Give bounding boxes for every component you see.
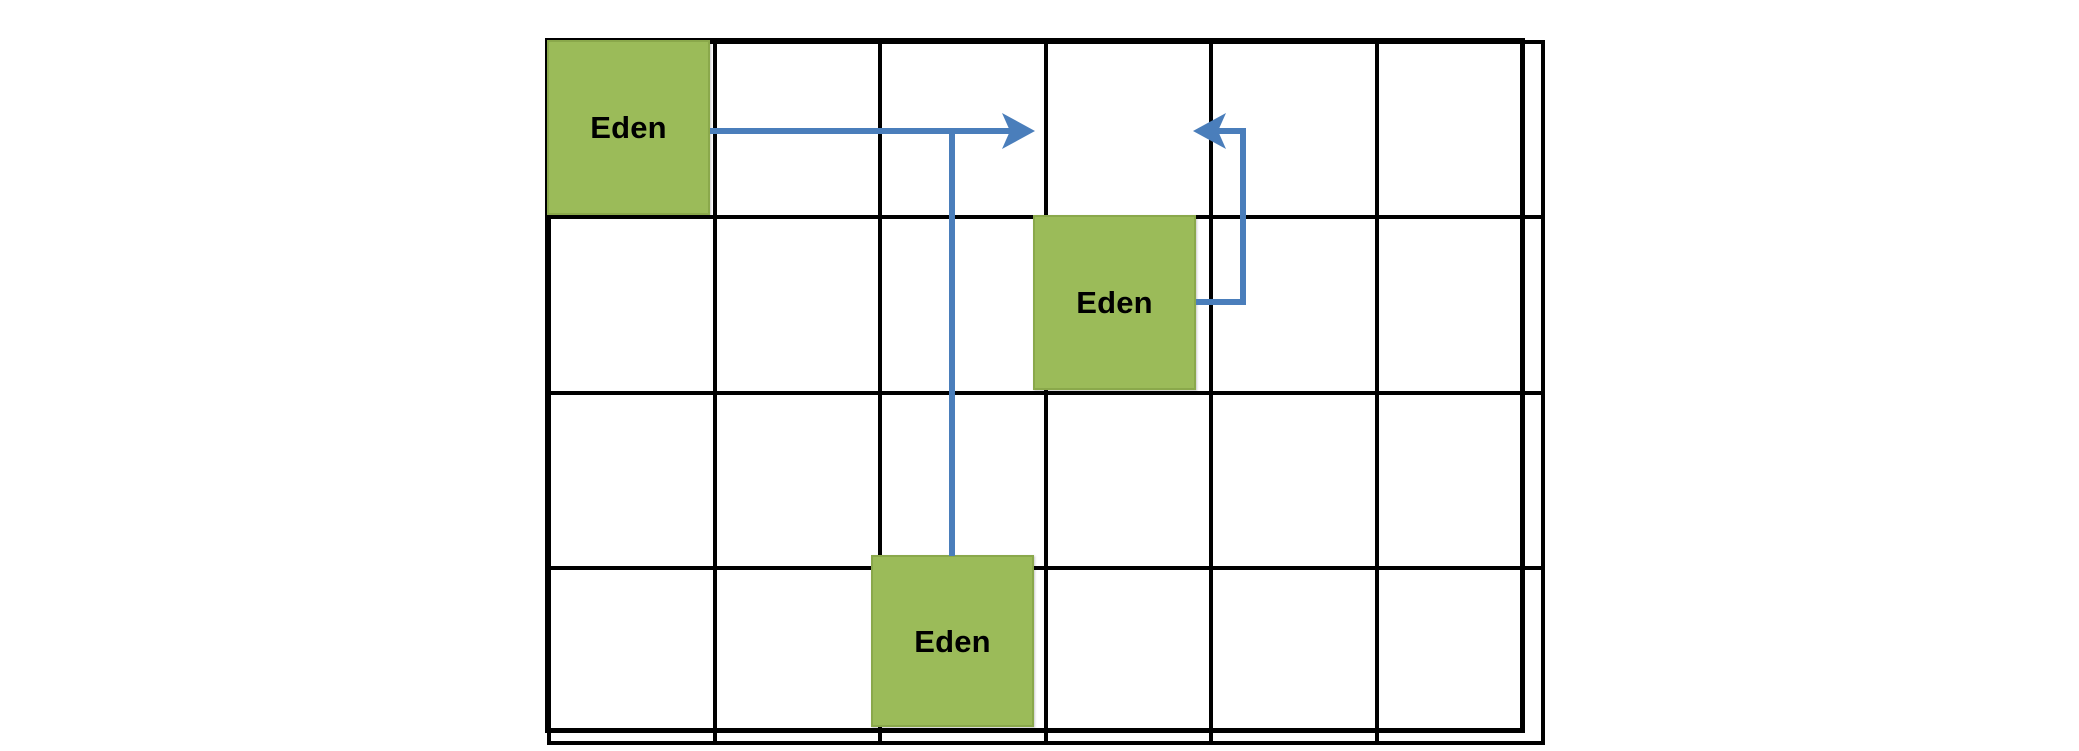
- eden-cell-2-label: Eden: [1076, 285, 1153, 320]
- eden-cell-1-label: Eden: [590, 110, 667, 145]
- grid-cell-r0c1[interactable]: [712, 39, 883, 220]
- grid-cell-r0c4[interactable]: [1209, 39, 1379, 220]
- grid-cell-r1c0[interactable]: [547, 215, 717, 395]
- eden-cell-3-label: Eden: [914, 623, 991, 659]
- grid-cell-r2c5[interactable]: [1374, 390, 1545, 570]
- grid-row: [547, 390, 1545, 570]
- grid-cell-r2c0[interactable]: [547, 390, 717, 570]
- grid-cell-r3c1[interactable]: [712, 565, 883, 746]
- grid-cell-r3c4[interactable]: [1209, 565, 1379, 746]
- grid-cell-r3c3[interactable]: [1043, 565, 1214, 746]
- grid-cell-r3c5[interactable]: [1374, 565, 1545, 746]
- grid-row: [547, 565, 1545, 746]
- eden-cell-2[interactable]: Eden: [1033, 215, 1196, 390]
- grid-cell-r1c1[interactable]: [712, 215, 883, 395]
- grid-cell-r0c5[interactable]: [1374, 39, 1545, 220]
- grid-cell-r1c5[interactable]: [1374, 215, 1545, 395]
- grid-cell-r2c3[interactable]: [1043, 390, 1214, 570]
- grid-cell-r1c4[interactable]: [1209, 215, 1379, 395]
- grid-cell-r2c2[interactable]: [878, 390, 1048, 570]
- grid-cell-r2c1[interactable]: [712, 390, 883, 570]
- grid-cell-r2c4[interactable]: [1209, 390, 1379, 570]
- grid-cell-r1c2[interactable]: [878, 215, 1048, 395]
- grid-cell-r0c2[interactable]: [878, 39, 1048, 220]
- eden-cell-3[interactable]: Eden: [871, 555, 1034, 727]
- grid-cell-r0c3[interactable]: [1043, 39, 1214, 220]
- eden-cell-1[interactable]: Eden: [547, 40, 710, 215]
- grid-cell-r3c0[interactable]: [547, 565, 717, 746]
